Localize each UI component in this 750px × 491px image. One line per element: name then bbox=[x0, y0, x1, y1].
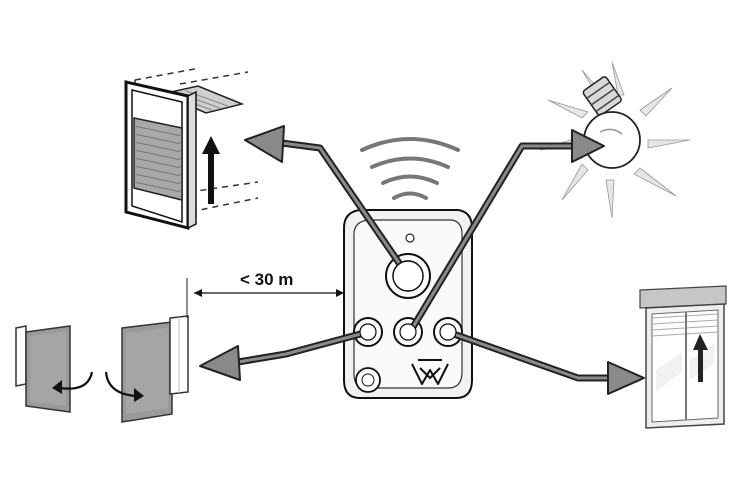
arrow-to-garage-door bbox=[244, 125, 412, 280]
led-indicator bbox=[405, 233, 415, 243]
distance-indicator: < 30 m bbox=[186, 270, 344, 318]
arrow-to-light-bulb bbox=[406, 129, 605, 336]
remote-control bbox=[343, 209, 473, 399]
gate-icon bbox=[15, 315, 189, 423]
small-button[interactable] bbox=[355, 367, 381, 393]
garage-door-icon bbox=[124, 67, 259, 230]
up-arrow-icon bbox=[202, 136, 220, 204]
arrow-to-gate bbox=[199, 328, 372, 381]
brand-logo-icon bbox=[411, 359, 449, 385]
up-arrow-icon bbox=[693, 334, 708, 382]
connection-arrows bbox=[199, 125, 645, 395]
signal-waves-icon bbox=[360, 137, 460, 200]
distance-label: < 30 m bbox=[240, 270, 293, 289]
light-bulb-icon bbox=[539, 61, 691, 219]
arrow-to-window bbox=[444, 328, 645, 395]
window-shutter-icon bbox=[639, 285, 727, 429]
